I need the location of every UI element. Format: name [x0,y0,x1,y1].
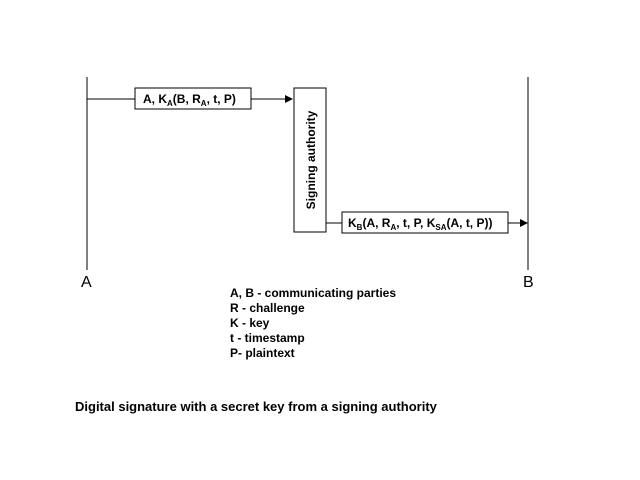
legend-item: t - timestamp [230,331,305,345]
message-2-part-2: (A, R [362,216,390,230]
message-2-sub-1: B [357,223,363,232]
message-2-sub-2: A [390,223,396,232]
message-1-sub-1: A [167,99,173,108]
message-1-box [134,87,252,110]
legend-item: A, B - communicating parties [230,286,397,300]
message-1-part-3: , t, P) [207,92,236,106]
message-1-sub-2: A [201,99,207,108]
legend: A, B - communicating parties R - challen… [230,286,396,361]
legend-item: K - key [230,316,270,330]
message-1-label: A, KA(B, RA, t, P) [143,92,236,108]
party-a-label: A [81,274,92,291]
message-1-part-1: A, K [143,92,167,106]
legend-item: P- plaintext [230,346,295,360]
message-1-part-2: (B, R [173,92,201,106]
signing-authority-label: Signing authority [304,110,318,209]
message-2-sub-3: SA [435,223,446,232]
message-2-box [341,211,509,234]
message-2-part-4: (A, t, P)) [446,216,492,230]
message-2-part-1: K [348,216,357,230]
party-b-label: B [523,274,534,291]
signing-authority-box [293,87,327,233]
diagram-caption: Digital signature with a secret key from… [75,399,437,414]
legend-item: R - challenge [230,301,305,315]
message-2-label: KB(A, RA, t, P, KSA(A, t, P)) [348,216,492,232]
message-2-part-3: , t, P, K [396,216,435,230]
